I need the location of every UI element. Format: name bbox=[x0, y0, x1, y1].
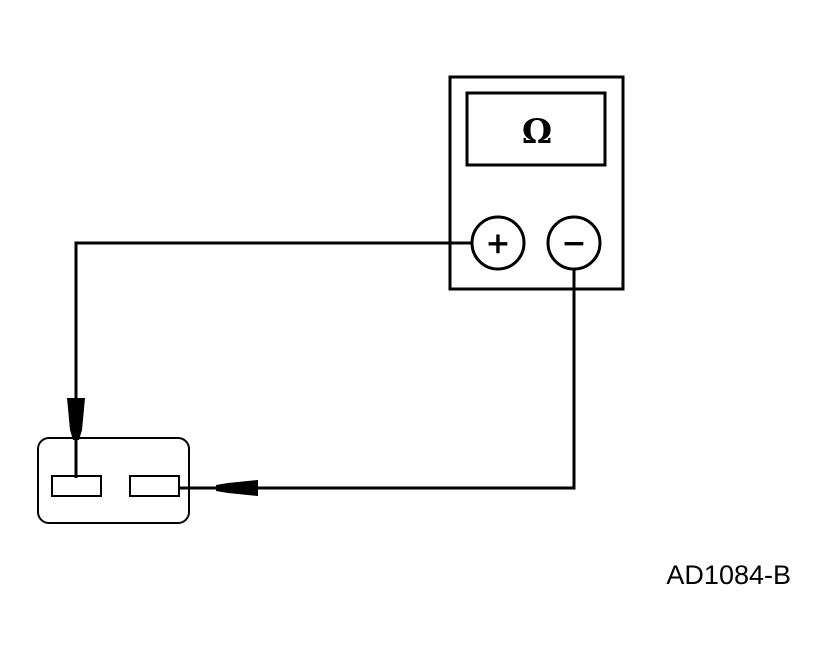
positive-symbol: + bbox=[485, 226, 510, 261]
negative-lead-wire bbox=[258, 269, 576, 490]
negative-probe-tip bbox=[216, 480, 258, 496]
multimeter-icon: Ω + − bbox=[448, 75, 625, 291]
connector-terminal-right bbox=[129, 475, 180, 497]
probe-icon bbox=[67, 398, 85, 478]
positive-probe-tip bbox=[67, 398, 85, 440]
negative-symbol: − bbox=[561, 226, 586, 261]
connector-icon bbox=[37, 437, 190, 524]
connector-terminal-left bbox=[51, 475, 102, 497]
positive-lead-wire bbox=[74, 241, 472, 398]
probe-icon bbox=[179, 480, 258, 496]
ohm-symbol: Ω bbox=[522, 112, 552, 152]
figure-id: AD1084-B bbox=[666, 560, 791, 590]
multimeter-body bbox=[448, 75, 625, 291]
connector-housing bbox=[37, 437, 190, 524]
multimeter-display bbox=[465, 91, 607, 167]
